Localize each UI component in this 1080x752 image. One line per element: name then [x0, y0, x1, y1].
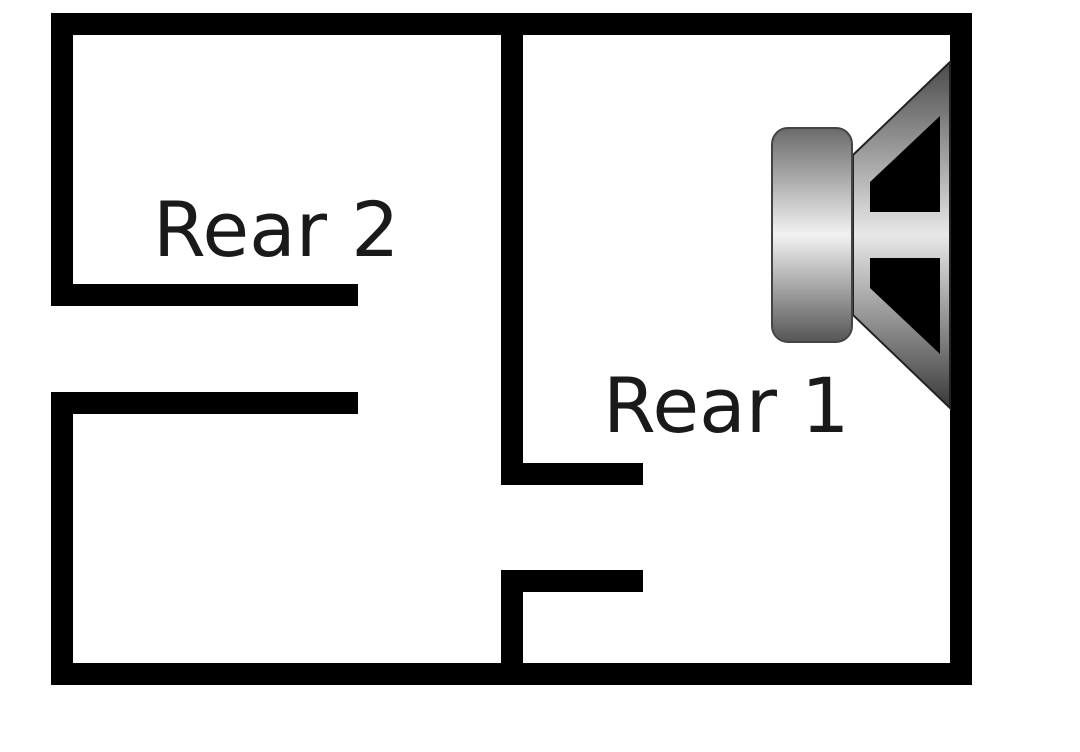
enclosure-walls: [51, 13, 972, 685]
speaker-magnet: [771, 127, 853, 343]
speaker-driver-icon: [771, 59, 951, 411]
speaker-cone-lower-window: [870, 258, 940, 354]
speaker-cone: [852, 59, 951, 411]
divider-wall-lower: [501, 570, 643, 674]
outer-wall-lower: [51, 392, 512, 685]
rear-1-label: Rear 1: [603, 361, 849, 450]
divider-wall-upper: [501, 24, 643, 485]
speaker-cone-upper-window: [870, 116, 940, 212]
rear-2-label: Rear 2: [153, 185, 399, 274]
